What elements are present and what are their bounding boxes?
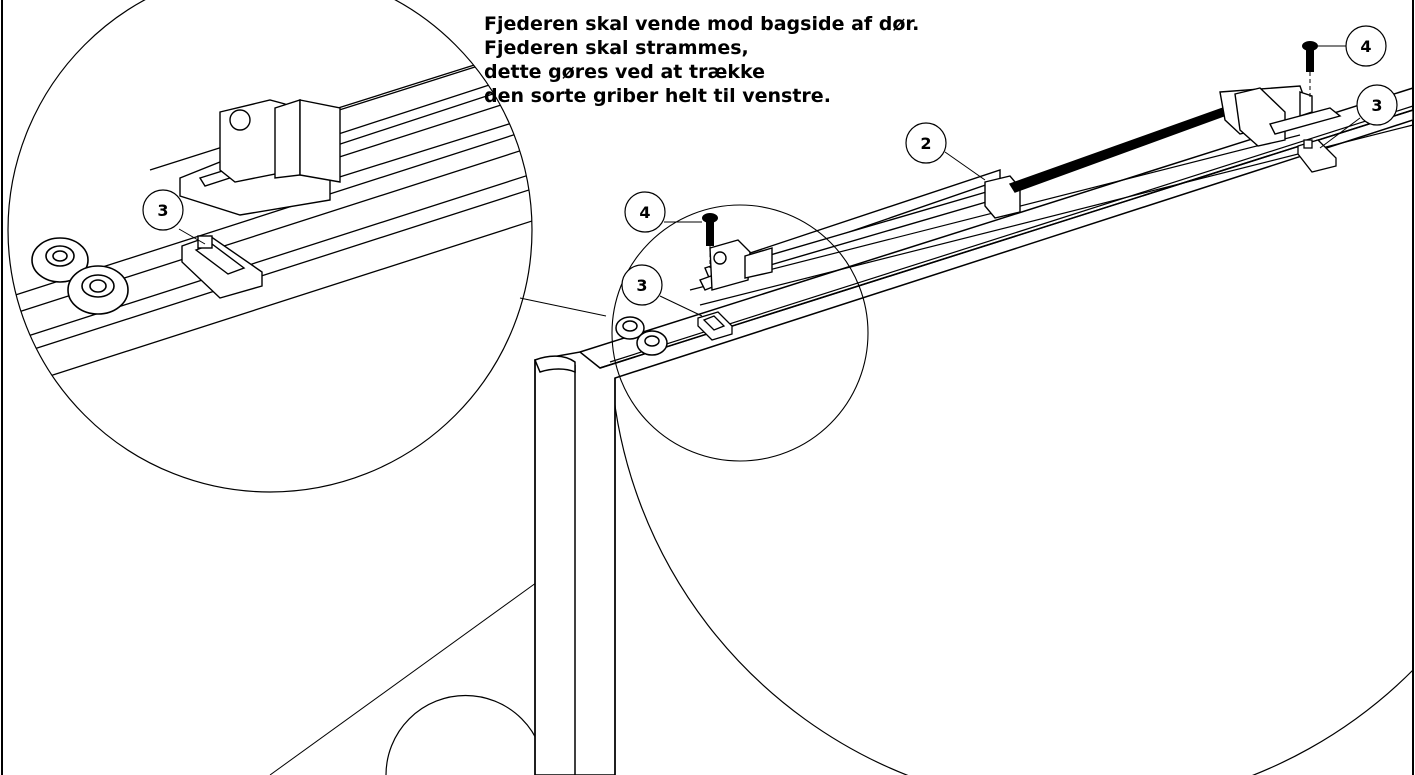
lower-detail-circle-edge	[385, 694, 546, 775]
callout-detail-3: 3	[142, 189, 206, 245]
door-profile	[534, 87, 1414, 775]
callout-label: 3	[636, 276, 647, 295]
right-bracket	[1297, 139, 1337, 173]
callout-main-4-left: 4	[624, 191, 702, 233]
callout-label: 3	[1371, 96, 1382, 115]
left-bracket	[697, 311, 733, 341]
callout-label: 4	[639, 203, 650, 222]
callout-label: 4	[1360, 37, 1371, 56]
detail-rollers	[31, 237, 129, 315]
callout-main-4-right: 4	[1318, 25, 1387, 67]
detail-bracket	[181, 235, 263, 299]
callout-main-2: 2	[905, 122, 986, 181]
main-view	[534, 41, 1414, 775]
instruction-line: Fjederen skal vende mod bagside af dør.	[484, 13, 920, 35]
instruction-line: dette gøres ved at trække	[484, 61, 766, 83]
callout-main-3-left: 3	[621, 264, 703, 317]
main-detail-circle	[611, 204, 869, 462]
callout-label: 2	[920, 134, 931, 153]
instruction-text: Fjederen skal vende mod bagside af dør. …	[484, 12, 919, 108]
detail-leader-lines	[269, 297, 607, 775]
instruction-line: den sorte griber helt til venstre.	[484, 85, 831, 107]
screw-right	[1302, 41, 1318, 100]
detail-spring-holder	[179, 99, 341, 216]
screw-left	[702, 213, 718, 268]
instruction-line: Fjederen skal strammes,	[484, 37, 749, 59]
detail-view	[7, 0, 533, 493]
spring-unit	[699, 85, 1342, 291]
callout-main-3-right: 3	[1319, 84, 1398, 149]
callout-label: 3	[157, 201, 168, 220]
main-rollers	[615, 316, 668, 356]
